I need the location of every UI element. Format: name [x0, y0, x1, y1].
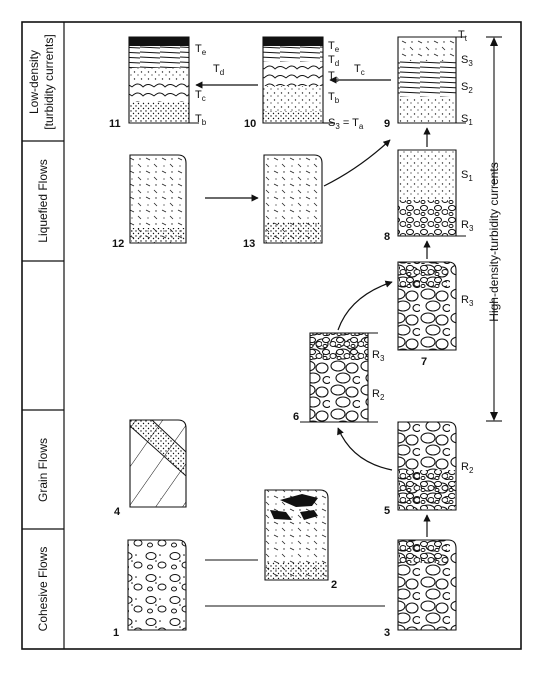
column-13: [263, 154, 323, 244]
col9-tt: Tt​: [458, 29, 468, 43]
col9-s3: S3​: [461, 54, 473, 68]
category-grain-flows: Grain Flows: [36, 438, 50, 502]
arrow-5-to-6: [337, 427, 393, 471]
category-cohesive-flows: Cohesive Flows: [36, 547, 50, 632]
col10-tc: Tc​: [328, 70, 339, 84]
high-density-label: High-density-turbidity currents: [487, 162, 501, 321]
column-6: [300, 332, 378, 423]
col8-number: 8: [384, 231, 390, 243]
col10-te: Te​: [328, 40, 340, 54]
col1-number: 1: [113, 627, 119, 639]
column-8: [397, 149, 466, 237]
column-7: [397, 261, 457, 351]
col11-te: Te​: [195, 43, 207, 57]
col7-r3: R3​: [461, 294, 474, 308]
col9-s1: S1​: [461, 113, 473, 127]
arrow-label-tc: Tc​: [354, 63, 365, 77]
col10-tb: Tb​: [328, 91, 340, 105]
column-3: [397, 539, 457, 631]
col10-number: 10: [244, 118, 256, 130]
col12-number: 12: [112, 238, 124, 250]
column-1: [127, 539, 187, 631]
arrow-13-to-9: [323, 139, 391, 187]
column-9: [397, 36, 466, 124]
col10-s3-ta: S3​ = Ta​: [328, 117, 364, 131]
col11-td: Td​: [213, 63, 224, 77]
bracket-arrow-down: [490, 412, 498, 421]
col11-tc: Tc​: [195, 89, 206, 103]
column-10: [262, 36, 335, 124]
col11-number: 11: [109, 118, 121, 130]
col11-tb: Tb​: [195, 113, 207, 127]
arrow-6-to-7: [337, 280, 393, 331]
col13-number: 13: [243, 238, 255, 250]
col6-r3: R3​: [372, 349, 385, 363]
column-5: [397, 421, 457, 511]
col6-r2: R2​: [372, 388, 385, 402]
col4-number: 4: [114, 506, 121, 518]
bracket-arrow-up: [490, 37, 498, 46]
category-liquefied-flows: Liquefied Flows: [36, 159, 50, 242]
column-2: [264, 489, 329, 581]
col3-number: 3: [384, 627, 390, 639]
col8-s1: S1​: [461, 169, 473, 183]
col10-td: Td​: [328, 54, 339, 68]
category-low-density-line2: [turbidity currents]: [42, 34, 56, 129]
col8-r3: R3​: [461, 219, 474, 233]
column-11: [128, 36, 199, 124]
outer-frame: [21, 21, 522, 650]
col5-number: 5: [384, 505, 390, 517]
col6-number: 6: [293, 411, 299, 423]
column-4: [129, 419, 187, 508]
col7-number: 7: [421, 356, 427, 368]
category-low-density-line1: Low-density: [27, 50, 41, 114]
col9-s2: S2​: [461, 81, 473, 95]
col9-number: 9: [384, 118, 390, 130]
col2-number: 2: [331, 579, 337, 591]
column-12: [129, 154, 187, 244]
col5-r2: R2​: [461, 461, 474, 475]
